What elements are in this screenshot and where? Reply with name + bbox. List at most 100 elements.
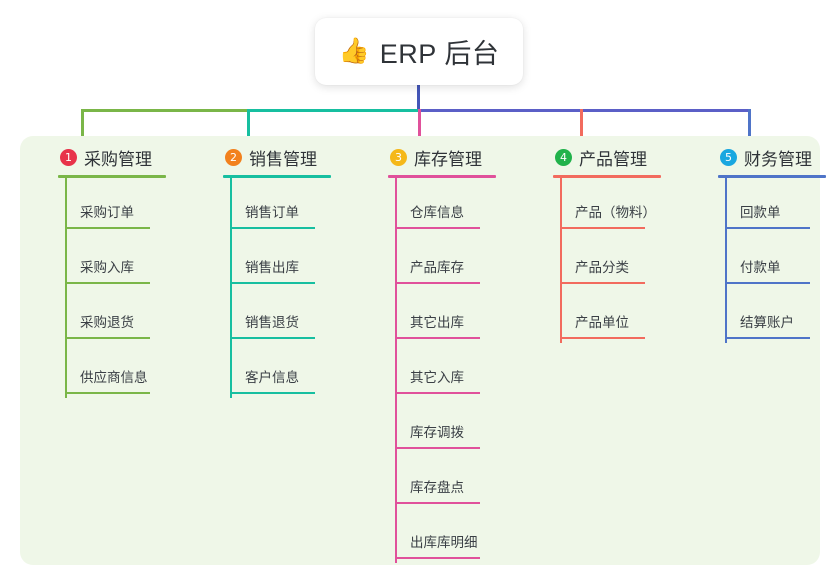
module-title-1: 采购管理 bbox=[84, 149, 152, 169]
module-badge-4: 4 bbox=[555, 148, 572, 166]
module-spine-4 bbox=[560, 178, 562, 343]
module-badge-2: 2 bbox=[225, 148, 242, 166]
menu-item[interactable]: 销售订单 bbox=[223, 178, 331, 233]
menu-item-label: 仓库信息 bbox=[410, 205, 464, 220]
menu-item-underline bbox=[65, 392, 150, 394]
connector-drop-column-1 bbox=[81, 109, 84, 148]
menu-item[interactable]: 付款单 bbox=[718, 233, 826, 288]
connector-drop-column-5 bbox=[748, 109, 751, 148]
module-spine-1 bbox=[65, 178, 67, 398]
module-spine-3 bbox=[395, 178, 397, 563]
menu-item[interactable]: 产品库存 bbox=[388, 233, 496, 288]
menu-item[interactable]: 产品单位 bbox=[553, 288, 661, 343]
module-items-5: 回款单付款单结算账户 bbox=[718, 178, 826, 343]
menu-item-underline bbox=[395, 447, 480, 449]
thumbs-up-icon: 👍 bbox=[338, 37, 370, 65]
menu-item-underline bbox=[230, 392, 315, 394]
module-header-5[interactable]: 5 财务管理 bbox=[718, 144, 826, 170]
module-column-1: 1 采购管理采购订单采购入库采购退货供应商信息 bbox=[58, 144, 166, 398]
menu-item-label: 结算账户 bbox=[740, 315, 794, 330]
menu-item-label: 采购入库 bbox=[80, 260, 134, 275]
menu-item-underline bbox=[65, 282, 150, 284]
module-title-2: 销售管理 bbox=[249, 149, 317, 169]
menu-item-label: 产品单位 bbox=[575, 315, 629, 330]
module-header-1[interactable]: 1 采购管理 bbox=[58, 144, 166, 170]
module-rule-5 bbox=[718, 175, 826, 178]
menu-item-label: 销售订单 bbox=[245, 205, 299, 220]
module-column-2: 2 销售管理销售订单销售出库销售退货客户信息 bbox=[223, 144, 331, 398]
menu-item-underline bbox=[395, 227, 480, 229]
module-badge-1: 1 bbox=[60, 148, 77, 166]
menu-item-underline bbox=[395, 282, 480, 284]
menu-item-underline bbox=[395, 557, 480, 559]
module-items-4: 产品（物料） 产品分类产品单位 bbox=[553, 178, 661, 343]
module-header-2[interactable]: 2 销售管理 bbox=[223, 144, 331, 170]
connector-bar-segment-1 bbox=[81, 109, 249, 112]
menu-item-label: 库存盘点 bbox=[410, 480, 464, 495]
menu-item-underline bbox=[725, 282, 810, 284]
menu-item-underline bbox=[395, 337, 480, 339]
menu-item-label: 库存调拨 bbox=[410, 425, 464, 440]
menu-item[interactable]: 产品分类 bbox=[553, 233, 661, 288]
menu-item[interactable]: 采购入库 bbox=[58, 233, 166, 288]
menu-item[interactable]: 其它出库 bbox=[388, 288, 496, 343]
menu-item[interactable]: 结算账户 bbox=[718, 288, 826, 343]
module-column-3: 3 库存管理仓库信息产品库存其它出库其它入库库存调拨库存盘点出库库明细 bbox=[388, 144, 496, 563]
menu-item-underline bbox=[725, 227, 810, 229]
menu-item[interactable]: 其它入库 bbox=[388, 343, 496, 398]
menu-item-underline bbox=[560, 227, 645, 229]
menu-item[interactable]: 采购退货 bbox=[58, 288, 166, 343]
menu-item[interactable]: 库存盘点 bbox=[388, 453, 496, 508]
connector-drop-column-2 bbox=[247, 109, 250, 148]
module-rule-1 bbox=[58, 175, 166, 178]
menu-item-underline bbox=[230, 227, 315, 229]
menu-item-label: 销售出库 bbox=[245, 260, 299, 275]
module-badge-3: 3 bbox=[390, 148, 407, 166]
module-items-3: 仓库信息产品库存其它出库其它入库库存调拨库存盘点出库库明细 bbox=[388, 178, 496, 563]
menu-item[interactable]: 采购订单 bbox=[58, 178, 166, 233]
menu-item[interactable]: 回款单 bbox=[718, 178, 826, 233]
menu-item-underline bbox=[65, 337, 150, 339]
menu-item-underline bbox=[230, 282, 315, 284]
menu-item[interactable]: 仓库信息 bbox=[388, 178, 496, 233]
menu-item-label: 出库库明细 bbox=[410, 535, 478, 550]
menu-item-underline bbox=[65, 227, 150, 229]
modules-panel: 1 采购管理采购订单采购入库采购退货供应商信息 2 销售管理销售订单销售出库销售退货客… bbox=[20, 136, 826, 565]
menu-item-label: 产品（物料） bbox=[575, 205, 656, 220]
menu-item[interactable]: 供应商信息 bbox=[58, 343, 166, 398]
module-rule-4 bbox=[553, 175, 661, 178]
root-node-erp-backend[interactable]: 👍 ERP 后台 bbox=[315, 18, 523, 85]
menu-item[interactable]: 产品（物料） bbox=[553, 178, 661, 233]
menu-item[interactable]: 销售出库 bbox=[223, 233, 331, 288]
menu-item-label: 回款单 bbox=[740, 205, 781, 220]
menu-item[interactable]: 客户信息 bbox=[223, 343, 331, 398]
connector-bar-segment-2 bbox=[247, 109, 420, 112]
connector-drop-column-4 bbox=[580, 109, 583, 148]
menu-item-underline bbox=[560, 282, 645, 284]
menu-item-label: 产品库存 bbox=[410, 260, 464, 275]
menu-item-label: 采购退货 bbox=[80, 315, 134, 330]
menu-item-label: 其它出库 bbox=[410, 315, 464, 330]
connector-bar-segment-3 bbox=[418, 109, 751, 112]
module-header-3[interactable]: 3 库存管理 bbox=[388, 144, 496, 170]
menu-item-underline bbox=[395, 392, 480, 394]
module-rule-2 bbox=[223, 175, 331, 178]
module-rule-3 bbox=[388, 175, 496, 178]
module-column-5: 5 财务管理回款单付款单结算账户 bbox=[718, 144, 826, 343]
module-items-1: 采购订单采购入库采购退货供应商信息 bbox=[58, 178, 166, 398]
menu-item[interactable]: 库存调拨 bbox=[388, 398, 496, 453]
module-items-2: 销售订单销售出库销售退货客户信息 bbox=[223, 178, 331, 398]
menu-item-underline bbox=[560, 337, 645, 339]
module-badge-5: 5 bbox=[720, 148, 737, 166]
module-title-5: 财务管理 bbox=[744, 149, 812, 169]
module-title-3: 库存管理 bbox=[414, 149, 482, 169]
menu-item-label: 供应商信息 bbox=[80, 370, 148, 385]
module-spine-2 bbox=[230, 178, 232, 398]
menu-item-underline bbox=[395, 502, 480, 504]
menu-item[interactable]: 出库库明细 bbox=[388, 508, 496, 563]
menu-item-label: 付款单 bbox=[740, 260, 781, 275]
menu-item-label: 采购订单 bbox=[80, 205, 134, 220]
menu-item[interactable]: 销售退货 bbox=[223, 288, 331, 343]
